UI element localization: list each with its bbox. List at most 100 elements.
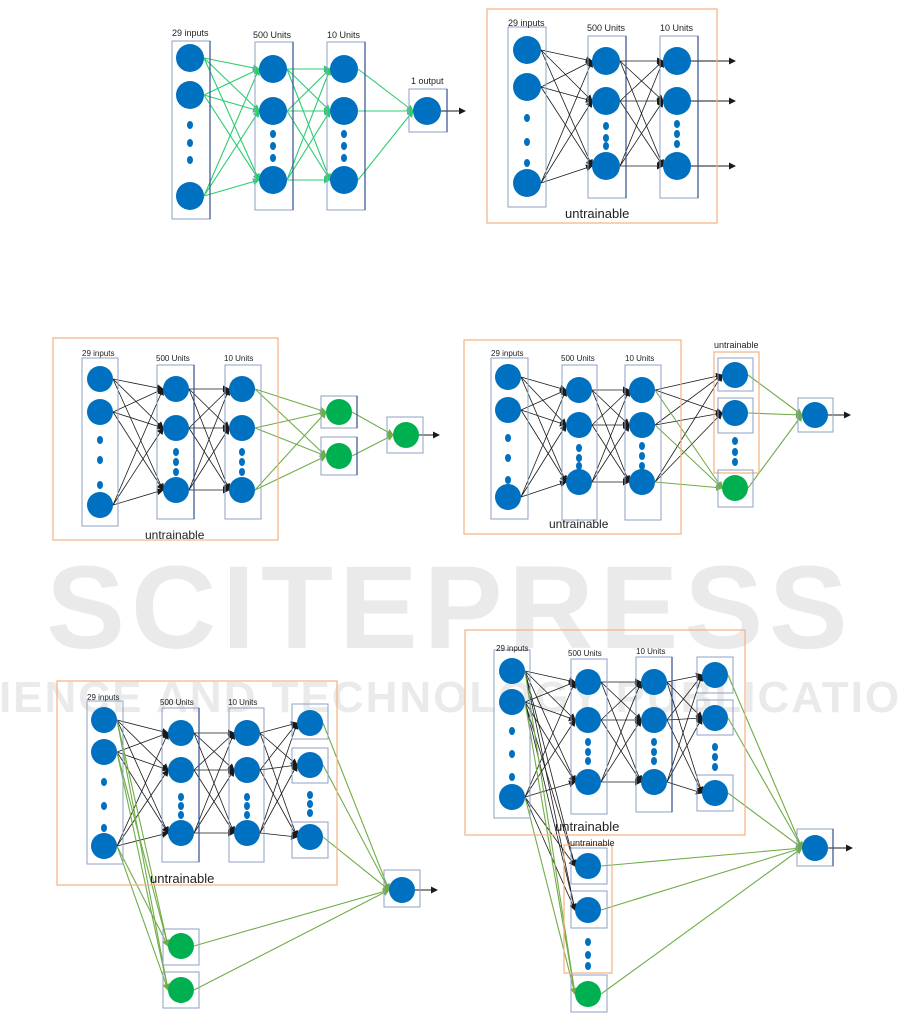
neuron [575,769,601,795]
connection-edge [259,722,298,771]
ellipsis-dot [307,800,313,808]
ellipsis-dot [187,121,193,129]
neuron [168,757,194,783]
connection-edge [116,751,169,772]
trainable-connection-edge [357,110,414,181]
trainable-connection-edge [727,792,803,849]
trainable-connection-edge [747,414,803,489]
ellipsis-dot [178,811,184,819]
hidden-10-label: 10 Units [625,354,654,363]
untrainable-label: untrainable [145,528,205,542]
neuron [629,412,655,438]
neuron [163,477,189,503]
trainable-connection-edge [116,845,169,947]
trainable-connection-edge [116,751,170,947]
input-layer-label: 29 inputs [172,28,209,38]
neuron [234,757,260,783]
ellipsis-dot [341,154,347,162]
neuron [229,477,255,503]
neuron [176,81,204,109]
neuron [566,377,592,403]
connection-edge [540,60,593,88]
ellipsis-dot [509,773,515,781]
connection-edge [666,674,703,721]
trainable-neuron [168,933,194,959]
trainable-connection-edge [203,57,260,181]
connection-edge [600,681,642,721]
trainable-neuron [326,399,352,425]
ellipsis-dot [603,122,609,130]
ellipsis-dot [101,802,107,810]
hidden-500-label: 500 Units [160,698,194,707]
trainable-connection-edge [322,836,390,891]
output-neuron [389,877,415,903]
trainable-neuron [722,475,748,501]
untrainable-extra-label: untrainable [570,838,615,848]
connection-edge [259,769,298,838]
ellipsis-dot [187,139,193,147]
connection-edge [116,719,169,771]
untrainable-frame [464,629,746,836]
neuron [592,87,620,115]
ellipsis-dot [509,727,515,735]
neuron [566,469,592,495]
trainable-connection-edge [747,374,803,416]
neuron [575,707,601,733]
extra-unit-box [696,656,734,694]
output-layer-box [383,869,421,908]
connection-edge [112,427,164,506]
connection-edge [591,389,631,483]
untrainable-label: untrainable [565,206,629,221]
ellipsis-dot [505,454,511,462]
neuron [566,412,592,438]
trainable-connection-edge [600,845,803,867]
trainable-connection-edge [524,670,578,995]
connection-edge [116,732,169,847]
ellipsis-dot [505,476,511,484]
trainable-connection-edge [322,722,391,891]
neuron [629,469,655,495]
watermark-title: SCITEPRESS [46,542,854,674]
connection-edge [112,388,164,506]
input-layer-label: 29 inputs [496,644,528,653]
ellipsis-dot [187,156,193,164]
connection-edge [116,719,169,834]
ellipsis-dot [732,458,738,466]
ellipsis-dot [270,142,276,150]
neuron [702,780,728,806]
trainable-connection-edge [203,68,260,96]
connection-edge [666,717,703,783]
ellipsis-dot [270,130,276,138]
connection-edge [540,100,593,184]
connection-edge [666,674,704,783]
ellipsis-dot [244,811,250,819]
neuron [575,897,601,923]
neuron [87,399,113,425]
neuron [722,362,748,388]
ellipsis-dot [732,448,738,456]
ellipsis-dot [585,748,591,756]
connection-edge [112,411,164,491]
neuron [330,55,358,83]
connection-edge [259,732,298,766]
trainable-connection-edge [524,796,577,995]
ellipsis-dot [341,130,347,138]
hidden-10-label: 10 Units [224,354,253,363]
connection-edge [524,670,576,685]
connection-edge [666,681,703,719]
untrainable-frame [486,8,718,224]
ellipsis-dot [651,748,657,756]
untrainable-frame [52,337,279,541]
ellipsis-dot [585,757,591,765]
ellipsis-dot [585,938,591,946]
ellipsis-dot [603,142,609,150]
ellipsis-dot [101,778,107,786]
neuron [163,376,189,402]
neuron [163,415,189,441]
trainable-connection-edge [600,847,803,995]
neuron [259,166,287,194]
extra-unit-box [570,847,608,885]
connection-edge [193,732,236,834]
connection-edge [116,731,169,753]
ellipsis-dot [576,454,582,462]
